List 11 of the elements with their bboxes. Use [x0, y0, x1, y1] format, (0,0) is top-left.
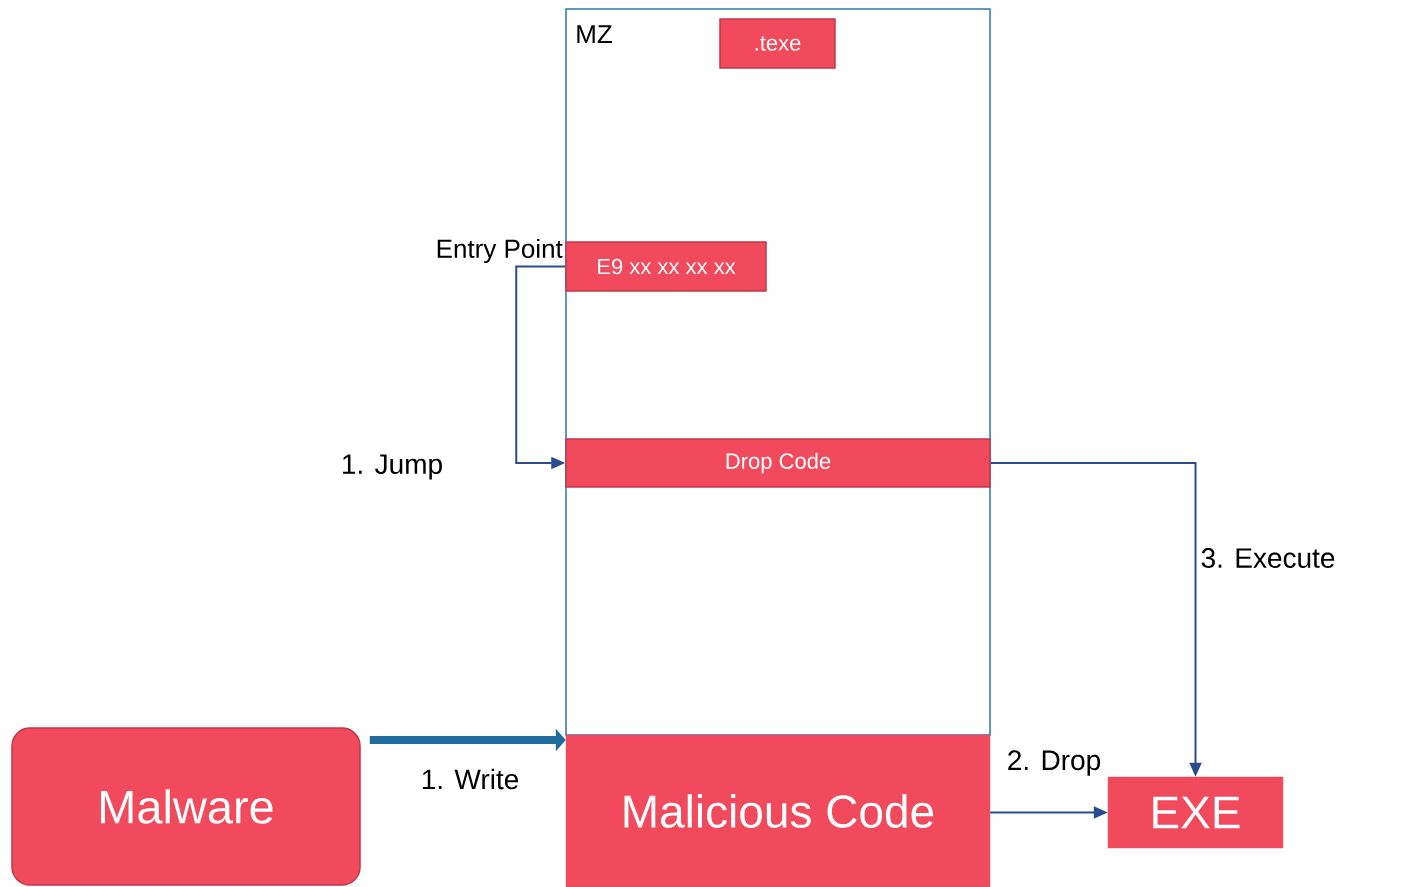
- process-box: Malicious Code: [565, 734, 991, 887]
- rounded-box: Malware: [11, 727, 361, 886]
- section-box: .texe: [719, 18, 836, 69]
- edge-label: 1. Jump: [339, 453, 445, 481]
- section-box: Drop Code: [565, 438, 991, 488]
- edge-label: 2. Drop: [1005, 749, 1103, 777]
- edge-label: 1. Write: [419, 767, 521, 791]
- node-caption: Entry Point: [437, 238, 563, 264]
- section-box: E9 xx xx xx xx: [565, 241, 767, 292]
- process-box: EXE: [1107, 776, 1284, 849]
- edge-label: 3. Execute: [1199, 547, 1337, 569]
